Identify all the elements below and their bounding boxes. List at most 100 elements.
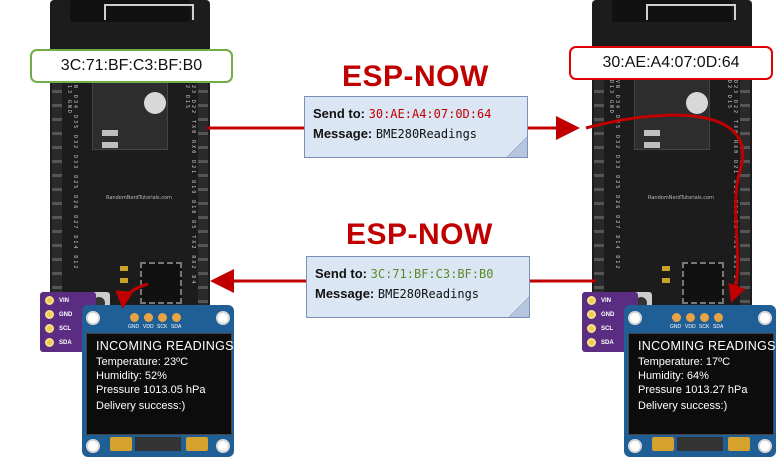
bottom-send-to-label: Send to: [315, 266, 367, 281]
right-oled-pin-gnd [672, 313, 681, 322]
left-oled-pad-left [110, 437, 132, 451]
bottom-message-value: BME280Readings [377, 287, 480, 301]
right-oled-pad-left [652, 437, 674, 451]
left-oled-mount-bl [86, 439, 100, 453]
bottom-message-row: Message: BME280Readings [315, 284, 521, 304]
right-board-pin-labels: VN D34 D35 D32 D33 D25 D26 D27 D14 D12 D… [608, 80, 620, 271]
left-board-pins-right [198, 70, 208, 320]
top-send-to-row: Send to: 30:AE:A4:07:0D:64 [313, 104, 519, 124]
left-oled-pinlbl-sda: SDA [171, 324, 182, 330]
right-board-pins-right [740, 70, 750, 320]
left-smd-2 [120, 278, 128, 283]
left-board-pin-labels: VN D34 D35 D32 D33 D25 D26 D27 D14 D12 D… [66, 80, 78, 271]
left-oled-mount-tr [216, 311, 230, 325]
left-oled-ribbon [135, 437, 181, 451]
left-oled-pin-gnd [130, 313, 139, 322]
left-header-1 [102, 130, 118, 136]
left-sensor-vin: VIN [59, 298, 70, 304]
left-oled-screen: INCOMING READINGS Temperature: 23ºC Humi… [86, 333, 234, 435]
left-header-2 [102, 142, 118, 148]
top-message-row: Message: BME280Readings [313, 124, 519, 144]
left-sensor-hole-3 [45, 324, 54, 333]
left-oled-pin-sck [158, 313, 167, 322]
right-smd-1 [662, 266, 670, 271]
right-antenna [612, 0, 736, 22]
right-oled-mount-tr [758, 311, 772, 325]
right-oled-pinlbl-gnd: GND [670, 324, 682, 330]
left-oled-status: Delivery success:) [96, 400, 186, 412]
left-sensor-sda: SDA [59, 340, 72, 346]
top-message-label: Message: [313, 126, 373, 141]
right-oled-mount-tl [628, 311, 642, 325]
left-oled-temperature: Temperature: 23ºC [96, 356, 189, 368]
left-oled-mount-tl [86, 311, 100, 325]
left-board-curve-arrow [115, 282, 149, 309]
bottom-protocol-label: ESP-NOW [346, 218, 493, 251]
right-oled-display: GND VDD SCK SDA INCOMING READINGS Temper… [624, 305, 776, 457]
right-board-pins-left [594, 70, 604, 320]
right-espressif-logo [686, 92, 708, 114]
right-oled-mount-br [758, 439, 772, 453]
right-oled-pin-sda [714, 313, 723, 322]
left-antenna [70, 0, 194, 22]
right-wifi-trace [646, 4, 736, 20]
left-board-pins-left [52, 70, 62, 320]
left-oled-pinlbl-sck: SCK [157, 324, 168, 330]
right-oled-humidity: Humidity: 64% [638, 370, 709, 382]
right-sensor-hole-4 [587, 338, 596, 347]
left-oled-humidity: Humidity: 52% [96, 370, 167, 382]
right-smd-2 [662, 278, 670, 283]
left-smd-1 [120, 266, 128, 271]
right-header-1 [644, 130, 660, 136]
bottom-note-fold [509, 297, 529, 317]
top-send-to-label: Send to: [313, 106, 365, 121]
right-oled-heading: INCOMING READINGS [638, 339, 776, 353]
left-maker-label: RandomNerdTutorials.com [106, 195, 172, 201]
right-oled-pin-sck [700, 313, 709, 322]
right-mac-label: 30:AE:A4:07:0D:64 [569, 46, 773, 80]
left-sensor-scl: SCL [59, 326, 71, 332]
right-usb-chip [682, 262, 724, 304]
left-sensor-gnd: GND [59, 312, 73, 318]
right-sensor-hole-1 [587, 296, 596, 305]
left-sensor-hole-2 [45, 310, 54, 319]
right-sensor-hole-3 [587, 324, 596, 333]
right-board-pin-labels-right: D23 D22 TX0 RX0 D21 D19 D18 D5 TX2 RX2 D… [726, 80, 738, 286]
left-oled-display: GND VDD SCK SDA INCOMING READINGS Temper… [82, 305, 234, 457]
left-rf-shield [92, 78, 168, 150]
right-sensor-vin: VIN [601, 298, 612, 304]
left-oled-pad-right [186, 437, 208, 451]
left-sensor-hole-1 [45, 296, 54, 305]
right-sensor-gnd: GND [601, 312, 615, 318]
left-oled-pin-vdd [144, 313, 153, 322]
right-oled-screen: INCOMING READINGS Temperature: 17ºC Humi… [628, 333, 776, 435]
right-sensor-sda: SDA [601, 340, 614, 346]
right-board-curve-arrow [585, 113, 746, 303]
left-espressif-logo [144, 92, 166, 114]
right-oled-temperature: Temperature: 17ºC [638, 356, 731, 368]
right-oled-pinlbl-sck: SCK [699, 324, 710, 330]
right-sensor-scl: SCL [601, 326, 613, 332]
right-sensor-hole-2 [587, 310, 596, 319]
right-oled-pinlbl-sda: SDA [713, 324, 724, 330]
right-oled-status: Delivery success:) [638, 400, 728, 412]
left-oled-pinlbl-vdd: VDD [143, 324, 154, 330]
right-oled-pad-right [728, 437, 750, 451]
right-oled-pressure: Pressure 1013.27 hPa [638, 384, 748, 396]
left-oled-pinlbl-gnd: GND [128, 324, 140, 330]
top-message-note: Send to: 30:AE:A4:07:0D:64 Message: BME2… [304, 96, 528, 158]
right-oled-mount-bl [628, 439, 642, 453]
top-protocol-label: ESP-NOW [342, 60, 489, 93]
right-oled-pin-vdd [686, 313, 695, 322]
top-message-value: BME280Readings [375, 127, 478, 141]
right-oled-ribbon [677, 437, 723, 451]
left-mac-label: 3C:71:BF:C3:BF:B0 [30, 49, 233, 83]
right-header-2 [644, 142, 660, 148]
left-oled-pressure: Pressure 1013.05 hPa [96, 384, 206, 396]
right-oled-pinlbl-vdd: VDD [685, 324, 696, 330]
left-oled-mount-br [216, 439, 230, 453]
right-maker-label: RandomNerdTutorials.com [648, 195, 714, 201]
bottom-send-to-value: 3C:71:BF:C3:BF:B0 [370, 267, 494, 281]
left-oled-heading: INCOMING READINGS [96, 339, 234, 353]
